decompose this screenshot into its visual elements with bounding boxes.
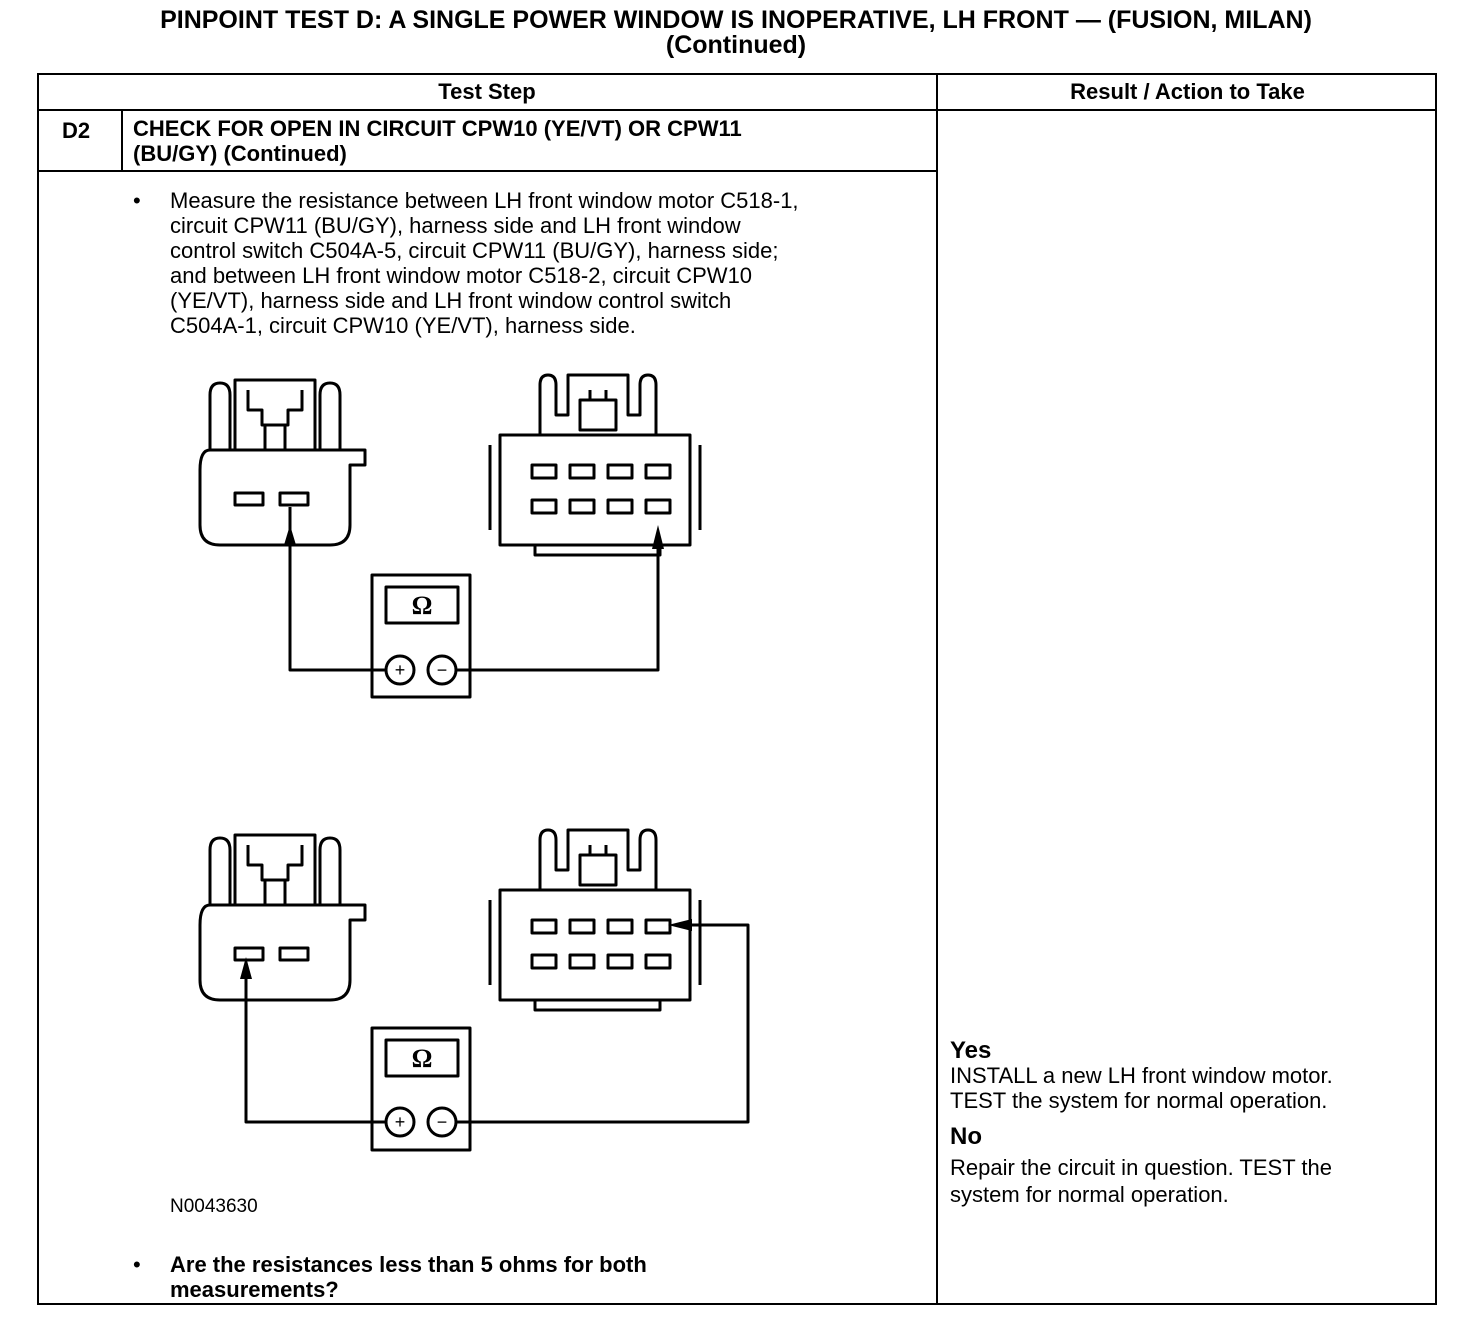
plus-terminal: + <box>395 1112 406 1132</box>
result-yes: Yes INSTALL a new LH front window motor.… <box>950 1038 1333 1113</box>
figure-id: N0043630 <box>170 1196 258 1217</box>
ohm-symbol: Ω <box>412 1044 433 1073</box>
test-table <box>37 73 1437 1305</box>
title-line-2: (Continued) <box>665 31 807 59</box>
instruction-line: C504A-1, circuit CPW10 (YE/VT), harness … <box>170 313 636 338</box>
no-label: No <box>950 1123 982 1150</box>
switch-connector-c504a <box>488 373 702 557</box>
step-title-divider <box>37 170 937 172</box>
header-divider <box>37 109 1437 111</box>
wiring-diagrams: Ω Ω + − + − <box>198 373 750 1152</box>
instruction-text: Measure the resistance between LH front … <box>170 188 799 338</box>
motor-connector-c518 <box>198 378 367 547</box>
question-line-2: measurements? <box>170 1277 339 1302</box>
step-title-line-1: CHECK FOR OPEN IN CIRCUIT CPW10 (YE/VT) … <box>133 116 742 141</box>
instruction-line: circuit CPW11 (BU/GY), harness side and … <box>170 213 741 238</box>
switch-connector-c504a <box>488 828 702 1012</box>
header-test-step: Test Step <box>438 79 536 104</box>
step-id: D2 <box>62 118 91 143</box>
no-action-line-2: system for normal operation. <box>950 1182 1229 1207</box>
instruction-bullet: • <box>133 188 141 213</box>
instruction-line: (YE/VT), harness side and LH front windo… <box>170 288 732 313</box>
question-text: Are the resistances less than 5 ohms for… <box>170 1252 647 1302</box>
step-title: CHECK FOR OPEN IN CIRCUIT CPW10 (YE/VT) … <box>133 116 742 166</box>
yes-action-line-2: TEST the system for normal operation. <box>950 1088 1328 1113</box>
column-divider <box>936 73 938 1305</box>
ohm-symbol: Ω <box>412 591 433 620</box>
header-result: Result / Action to Take <box>1070 79 1305 104</box>
question-bullet: • <box>133 1252 141 1277</box>
instruction-line: control switch C504A-5, circuit CPW11 (B… <box>170 238 779 263</box>
title-line-1: PINPOINT TEST D: A SINGLE POWER WINDOW I… <box>160 6 1312 34</box>
instruction-line: and between LH front window motor C518-2… <box>170 263 753 288</box>
yes-label: Yes <box>950 1037 992 1064</box>
minus-terminal: − <box>437 1112 448 1132</box>
minus-terminal: − <box>437 660 448 680</box>
ohmmeter <box>370 573 472 699</box>
plus-terminal: + <box>395 660 406 680</box>
page-title: PINPOINT TEST D: A SINGLE POWER WINDOW I… <box>0 8 1472 58</box>
motor-connector-c518 <box>198 833 367 1002</box>
test-leads <box>244 923 750 1124</box>
no-action-line-1: Repair the circuit in question. TEST the <box>950 1155 1332 1180</box>
step-id-divider <box>121 109 123 171</box>
step-title-line-2: (BU/GY) (Continued) <box>133 141 347 166</box>
yes-action-line-1: INSTALL a new LH front window motor. <box>950 1063 1333 1088</box>
test-leads <box>288 507 660 672</box>
result-no: No Repair the circuit in question. TEST … <box>950 1124 1332 1207</box>
probe-tips <box>240 525 692 979</box>
instruction-line: Measure the resistance between LH front … <box>170 188 799 213</box>
question-line-1: Are the resistances less than 5 ohms for… <box>170 1252 647 1277</box>
